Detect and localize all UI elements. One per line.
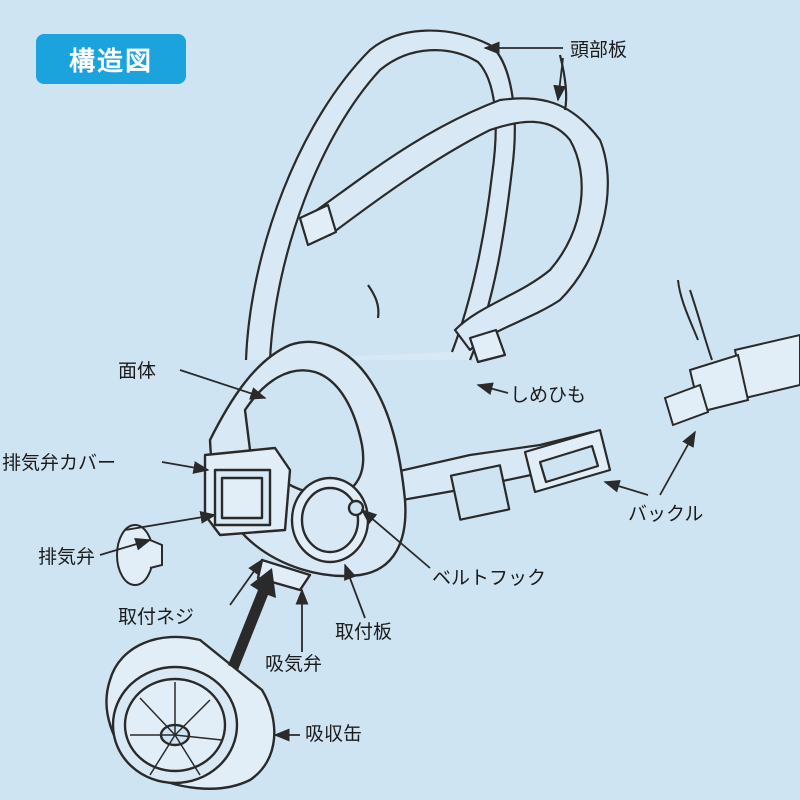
label-strap: しめひも xyxy=(510,384,587,406)
head-plate-drawing xyxy=(244,29,609,364)
leader-lines xyxy=(99,41,696,742)
face-body-drawing xyxy=(203,340,407,592)
label-buckle: バックル xyxy=(628,503,704,525)
inhale-flow-arrow xyxy=(228,568,276,670)
arrow-exhale-valve-2 xyxy=(124,511,217,531)
label-inhale-valve: 吸気弁 xyxy=(265,653,323,675)
arrow-mount-screw xyxy=(229,558,263,606)
exhale-valve-drawing xyxy=(116,524,163,586)
buckle-detail-drawing xyxy=(663,279,800,427)
arrow-face-body xyxy=(179,369,267,400)
label-exhale-cover: 排気弁カバー xyxy=(2,452,117,474)
label-face-body: 面体 xyxy=(118,360,157,382)
arrow-belt-hook xyxy=(360,508,431,569)
arrow-head-plate-2 xyxy=(553,57,567,102)
arrow-strap xyxy=(476,382,509,396)
arrow-buckle xyxy=(603,480,649,496)
label-mount-screw: 取付ネジ xyxy=(118,606,195,628)
label-exhale-valve: 排気弁 xyxy=(38,546,96,568)
canister-drawing xyxy=(105,635,276,790)
strap-drawing xyxy=(358,428,612,521)
arrow-exhale-cover xyxy=(161,461,210,474)
title-badge: 構造図 xyxy=(36,34,186,84)
arrow-buckle-2 xyxy=(659,430,696,496)
arrow-exhale-valve xyxy=(99,537,152,556)
label-canister: 吸収缶 xyxy=(305,723,363,745)
label-mount-plate: 取付板 xyxy=(335,621,393,643)
arrow-mount-plate xyxy=(344,563,366,619)
label-head-plate: 頭部板 xyxy=(570,39,628,61)
label-belt-hook: ベルトフック xyxy=(432,567,547,589)
